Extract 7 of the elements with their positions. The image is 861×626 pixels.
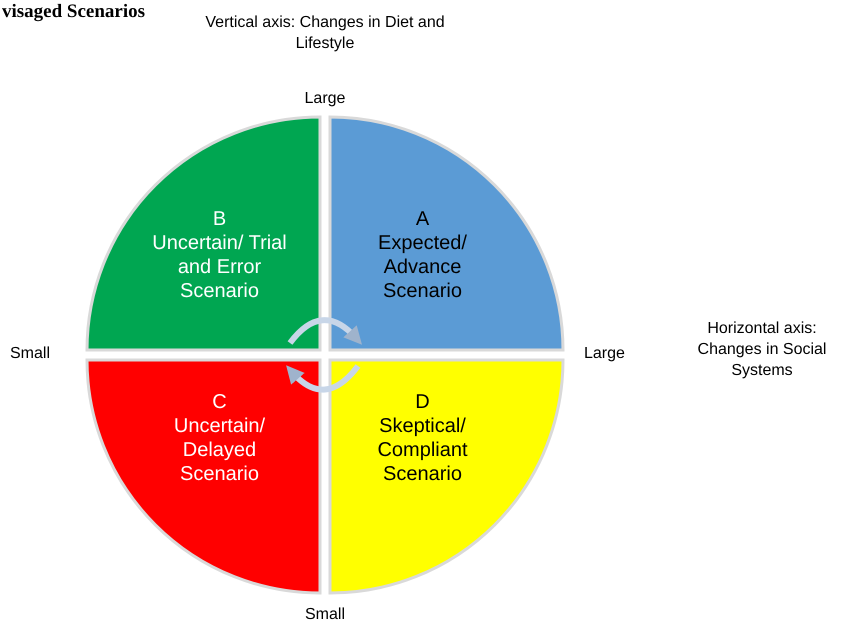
axis-label: Horizontal axis: Changes in Social Systems bbox=[696, 319, 828, 381]
axis-label: Small bbox=[304, 605, 346, 625]
axis-label: Small bbox=[10, 344, 52, 364]
diagram-title: visaged Scenarios bbox=[2, 0, 146, 24]
axis-label: Large bbox=[584, 344, 626, 364]
axis-label: Vertical axis: Changes in Diet and Lifestyle bbox=[205, 13, 445, 54]
axis-label: Large bbox=[304, 89, 346, 109]
